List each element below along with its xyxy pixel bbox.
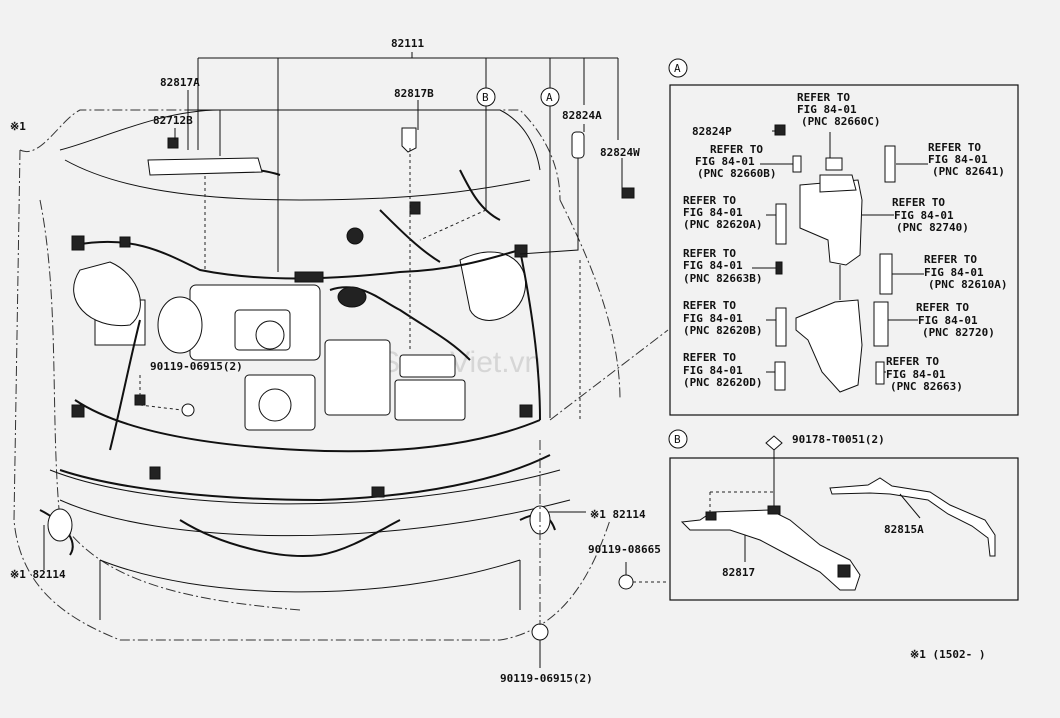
refer-line3: (PNC 82660C): [801, 115, 880, 128]
refer-line3: (PNC 82620A): [683, 218, 762, 231]
label-82114-left: ※1 82114: [10, 568, 66, 581]
inset-a: A: [668, 58, 1019, 416]
refer-line2: FIG 84-01: [894, 209, 954, 222]
refer-line2: FIG 84-01: [797, 103, 857, 116]
refer-line2: FIG 84-01: [928, 153, 988, 166]
label-82815A: 82815A: [884, 523, 924, 536]
label-82817A: 82817A: [160, 76, 200, 89]
refer-line2: FIG 84-01: [924, 266, 984, 279]
label-bolt-left: 90119-06915(2): [150, 360, 243, 373]
refer-block-82610A[interactable]: REFER TO FIG 84-01 (PNC 82610A): [924, 253, 1007, 291]
refer-line1: REFER TO: [924, 253, 977, 266]
refer-line1: REFER TO: [683, 299, 736, 312]
refer-block-82641[interactable]: REFER TO FIG 84-01 (PNC 82641): [928, 141, 1005, 178]
refer-line3: (PNC 82663B): [683, 272, 762, 285]
refer-line3: (PNC 82740): [896, 221, 969, 234]
refer-line3: (PNC 82641): [932, 165, 1005, 178]
refer-block-82620B[interactable]: REFER TO FIG 84-01 (PNC 82620B): [683, 299, 762, 337]
inset-b: B: [668, 429, 1019, 601]
label-82817: 82817: [722, 566, 755, 579]
inset-a-82824P: 82824P: [692, 125, 732, 138]
refer-line2: FIG 84-01: [695, 155, 755, 168]
refer-block-82663B[interactable]: REFER TO FIG 84-01 (PNC 82663B): [683, 247, 762, 285]
refer-line1: REFER TO: [683, 247, 736, 260]
refer-block-82660C[interactable]: REFER TO FIG 84-01 (PNC 82660C): [797, 91, 880, 128]
asterisk-mark: ※1: [10, 120, 26, 133]
circle-marker-a[interactable]: A: [540, 87, 560, 107]
refer-line3: (PNC 82610A): [928, 278, 1007, 291]
refer-line2: FIG 84-01: [683, 206, 743, 219]
refer-line1: REFER TO: [916, 301, 969, 314]
refer-line3: (PNC 82660B): [697, 167, 776, 180]
label-82824A: 82824A: [562, 109, 602, 122]
refer-line1: REFER TO: [710, 143, 763, 156]
leader-lines: [43, 52, 669, 668]
circle-marker-b-label: B: [482, 91, 489, 104]
refer-line3: (PNC 82663): [890, 380, 963, 393]
bracket-82815A: [829, 477, 996, 557]
refer-line3: (PNC 82620B): [683, 324, 762, 337]
label-clip-90178: 90178-T0051(2): [792, 433, 885, 446]
circle-marker-a-label: A: [546, 91, 553, 104]
refer-line1: REFER TO: [797, 91, 850, 104]
refer-line2: FIG 84-01: [918, 314, 978, 327]
label-82114-right: ※1 82114: [590, 508, 646, 521]
clip-icon: [765, 435, 783, 451]
inset-a-tag: A: [674, 62, 681, 75]
refer-line3: (PNC 82620D): [683, 376, 762, 389]
circle-marker-b[interactable]: B: [476, 87, 496, 107]
label-82712B: 82712B: [153, 114, 193, 127]
label-82824W: 82824W: [600, 146, 640, 159]
engine-bay-illustration: [13, 109, 635, 641]
refer-block-82620A[interactable]: REFER TO FIG 84-01 (PNC 82620A): [683, 194, 762, 231]
refer-block-82660B[interactable]: REFER TO FIG 84-01 (PNC 82660B): [695, 143, 776, 180]
refer-line3: (PNC 82720): [922, 326, 995, 339]
label-bolt-bottom: 90119-06915(2): [500, 672, 593, 685]
refer-block-82620D[interactable]: REFER TO FIG 84-01 (PNC 82620D): [683, 351, 762, 389]
inset-b-tag: B: [674, 433, 681, 446]
refer-block-82720[interactable]: REFER TO FIG 84-01 (PNC 82720): [916, 301, 995, 339]
refer-line1: REFER TO: [892, 196, 945, 209]
label-82817B: 82817B: [394, 87, 434, 100]
refer-line1: REFER TO: [683, 194, 736, 207]
refer-line1: REFER TO: [683, 351, 736, 364]
refer-line2: FIG 84-01: [683, 259, 743, 272]
refer-line1: REFER TO: [928, 141, 981, 154]
refer-line1: REFER TO: [886, 355, 939, 368]
refer-line2: FIG 84-01: [683, 364, 743, 377]
label-82111: 82111: [391, 37, 424, 50]
refer-block-82740[interactable]: REFER TO FIG 84-01 (PNC 82740): [892, 196, 969, 234]
label-bolt-right: 90119-08665: [588, 543, 661, 556]
refer-line2: FIG 84-01: [683, 312, 743, 325]
refer-block-82663[interactable]: REFER TO FIG 84-01 (PNC 82663): [886, 355, 963, 393]
footnote: ※1 (1502- ): [910, 648, 985, 661]
refer-line2: FIG 84-01: [886, 368, 946, 381]
